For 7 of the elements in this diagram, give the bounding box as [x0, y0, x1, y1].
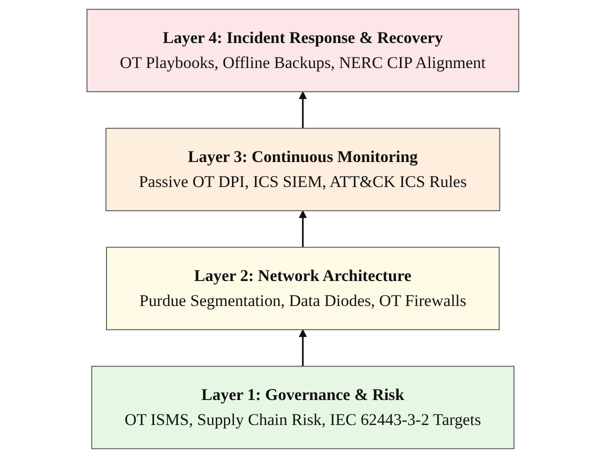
node-box: Layer 4: Incident Response & Recovery OT Playbooks, Offline Backups, NERC CIP Alignment: [86, 8, 519, 92]
arrow: [298, 329, 307, 366]
node-box: Layer 1: Governance & Risk OT ISMS, Supply Chain Risk, IEC 62443-3-2 Targets: [90, 366, 514, 450]
node-box: Layer 3: Continuous Monitoring Passive OT DPI, ICS SIEM, ATT&CK ICS Rules: [105, 128, 500, 212]
arrow: [298, 210, 307, 248]
arrow: [298, 91, 307, 128]
node-box: Layer 2: Network Architecture Purdue Segmentation, Data Diodes, OT Firewalls: [106, 246, 500, 330]
